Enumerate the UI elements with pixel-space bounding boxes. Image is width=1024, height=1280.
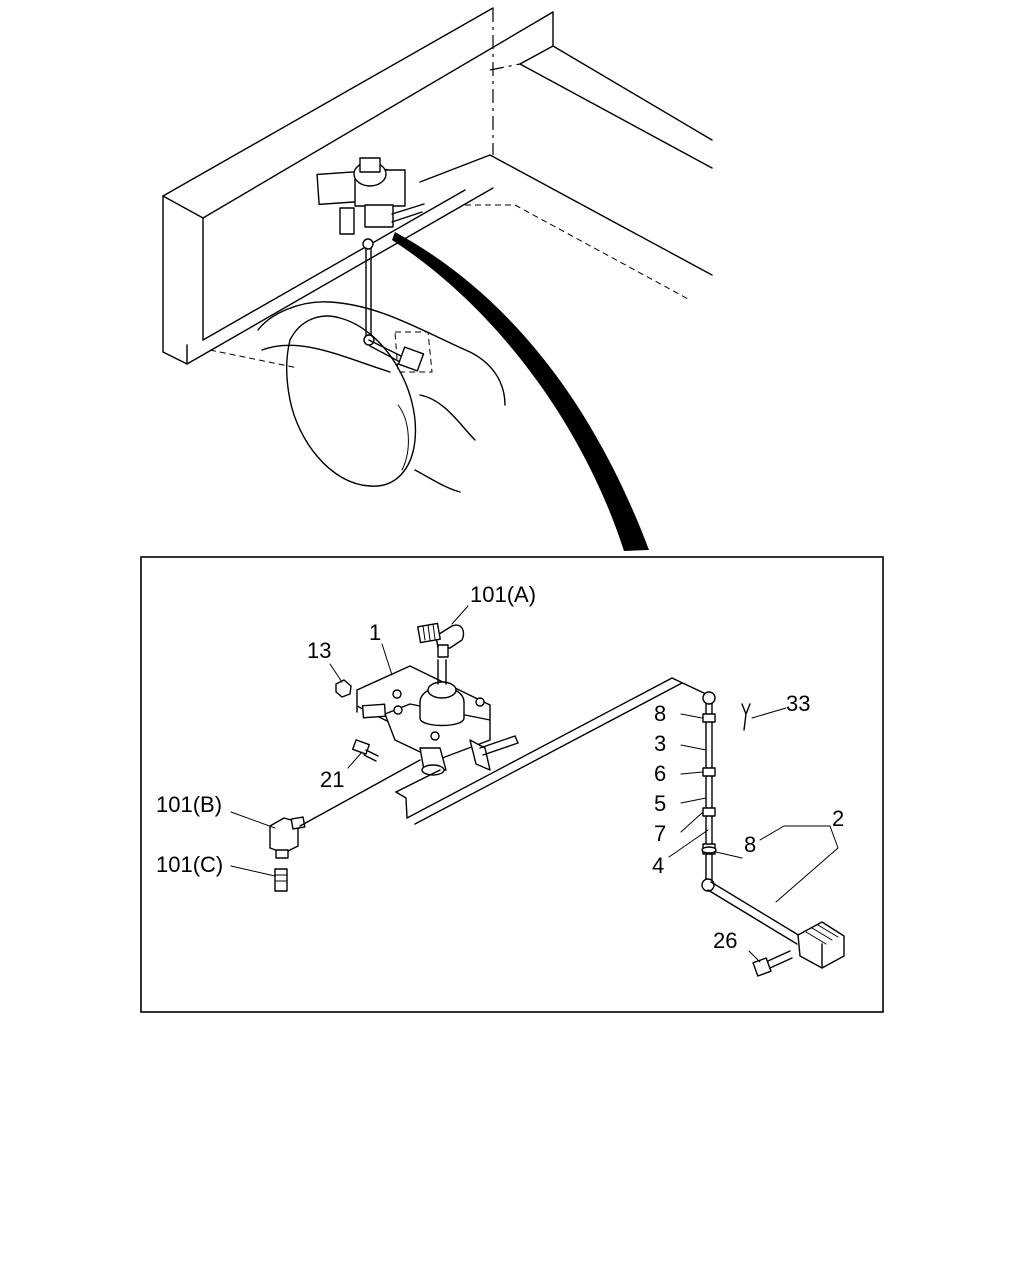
nut-13 — [335, 679, 352, 698]
connector-101c — [274, 868, 288, 892]
label-7: 7 — [654, 821, 666, 846]
label-13: 13 — [307, 638, 331, 663]
label-101c: 101(C) — [156, 852, 223, 877]
label-33: 33 — [786, 691, 810, 716]
label-101b: 101(B) — [156, 792, 222, 817]
leader-lines — [230, 605, 839, 963]
tee-fitting-101b — [269, 816, 306, 859]
label-8-top: 8 — [654, 701, 666, 726]
label-26: 26 — [713, 928, 737, 953]
label-21: 21 — [320, 767, 344, 792]
elbow-fitting-101a — [417, 622, 465, 658]
label-6: 6 — [654, 761, 666, 786]
leveling-link-assembly — [701, 691, 845, 969]
chassis-overview — [162, 7, 713, 493]
label-2: 2 — [832, 806, 844, 831]
label-5: 5 — [654, 791, 666, 816]
detail-callout-connector — [392, 232, 649, 551]
bolt-26 — [752, 950, 793, 977]
label-4: 4 — [652, 853, 664, 878]
label-8-bottom: 8 — [744, 832, 756, 857]
detail-view-frame — [140, 556, 884, 1013]
label-3: 3 — [654, 731, 666, 756]
label-101a: 101(A) — [470, 582, 536, 607]
bolt-21 — [352, 739, 379, 762]
load-sensing-valve — [356, 659, 519, 776]
brake-pipe — [299, 677, 707, 827]
label-1: 1 — [369, 620, 381, 645]
cotter-pin-33 — [741, 703, 751, 731]
